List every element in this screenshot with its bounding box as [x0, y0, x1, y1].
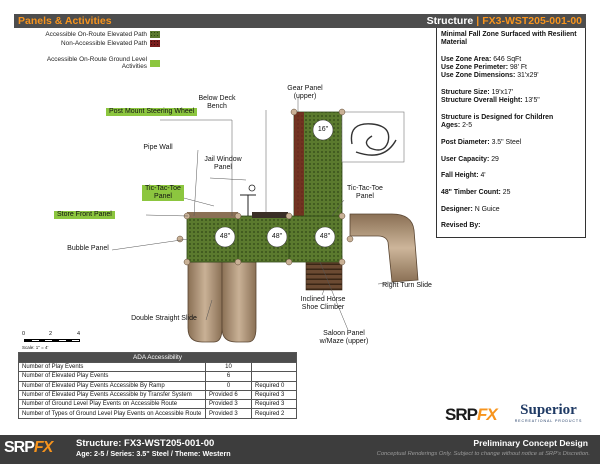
legend-item-on-route-elevated: Accessible On-Route Elevated Path: [18, 30, 160, 39]
spec-overall-height: Structure Overall Height: 13'5": [441, 97, 540, 105]
table-row: Number of Types of Ground Level Play Eve…: [18, 408, 297, 419]
deck-height-3: 48": [319, 233, 331, 240]
leader-lines: [111, 97, 397, 331]
footer-structure-title: Structure: FX3-WST205-001-00: [76, 438, 215, 449]
structure-plan-svg: [111, 97, 419, 343]
panels-activities-title: Panels & Activities: [18, 15, 112, 27]
spec-structure-size: Structure Size: 19'x17': [441, 89, 513, 97]
superior-name: Superior: [520, 402, 577, 418]
superior-subtitle: RECREATIONAL PRODUCTS: [514, 419, 583, 423]
scale-num-0: 0: [22, 331, 26, 337]
spec-post-diameter: Post Diameter: 3.5" Steel: [441, 138, 522, 146]
srp-fx-logo: SRPFX: [445, 405, 498, 424]
spec-timber-count: 48" Timber Count: 25: [441, 188, 511, 196]
legend-label: Accessible On-Route Ground Level Activit…: [46, 56, 147, 70]
label-inclined-horse-shoe-climber: Inclined Horse Shoe Climber: [300, 296, 346, 311]
header-separator: |: [476, 15, 480, 27]
right-turn-slide: [349, 213, 419, 283]
label-tic-tac-toe-left: Tic-Tac-Toe Panel: [142, 185, 184, 201]
label-post-mount-steering-wheel: Post Mount Steering Wheel: [106, 108, 198, 116]
legend-swatch-on-route: [150, 31, 160, 38]
label-tic-tac-toe-right: Tic-Tac-Toe Panel: [347, 185, 383, 200]
spec-panel: Minimal Fall Zone Surfaced with Resilien…: [436, 28, 586, 238]
ada-title: ADA Accessibility: [18, 352, 297, 363]
deck-height-2: 48": [271, 233, 283, 240]
deck-height-1: 48": [219, 233, 231, 240]
footer-srp-fx-logo: SRPFX: [4, 439, 53, 456]
legend-swatch-non-accessible: [150, 40, 160, 47]
spec-designer: Designer: N Guice: [441, 205, 500, 213]
spec-designed-for: Structure is Designed for Children: [441, 113, 554, 121]
footer-disclaimer: Conceptual Renderings Only. Subject to c…: [376, 451, 590, 457]
saloon-maze-panel: [341, 111, 405, 163]
spec-revised-by: Revised By:: [441, 222, 481, 230]
steering-wheel-post: [240, 184, 256, 216]
spec-ages: Ages: 2-5: [441, 122, 473, 130]
superior-logo: Superior RECREATIONAL PRODUCTS: [511, 402, 586, 423]
ada-accessibility-table: ADA Accessibility Number of Play Events …: [18, 352, 297, 419]
table-row: Number of Ground Level Play Events on Ac…: [18, 399, 297, 410]
legend-label: Accessible On-Route Elevated Path: [45, 31, 147, 38]
structure-code: FX3-WST205-001-00: [482, 15, 582, 27]
spec-fall-zone: Minimal Fall Zone Surfaced with Resilien…: [441, 31, 577, 47]
legend-label: Non-Accessible Elevated Path: [61, 40, 147, 47]
legend-item-non-accessible: Non-Accessible Elevated Path: [18, 39, 160, 48]
table-row: Number of Elevated Play Events Accessibl…: [18, 389, 297, 401]
spec-zone-perimeter: Use Zone Perimeter: 98' Ft: [441, 64, 527, 72]
label-store-front-panel: Store Front Panel: [54, 211, 115, 219]
spec-user-capacity: User Capacity: 29: [441, 155, 499, 163]
label-bubble-panel: Bubble Panel: [67, 245, 109, 252]
scale-num-4: 4: [77, 331, 81, 337]
label-below-deck-bench: Below Deck Bench: [198, 95, 236, 110]
label-jail-window-panel: Jail Window Panel: [204, 156, 242, 171]
spec-zone-area: Use Zone Area: 646 SqFt: [441, 55, 522, 63]
label-right-turn-slide: Right Turn Slide: [382, 282, 432, 289]
label-gear-panel: Gear Panel (upper): [287, 85, 323, 100]
footer-subtitle: Age: 2-5 / Series: 3.5" Steel / Theme: W…: [76, 449, 231, 458]
label-double-straight-slide: Double Straight Slide: [131, 315, 197, 322]
structure-label: Structure: [426, 15, 474, 27]
deck-posts: [176, 108, 354, 266]
legend-swatch-ground: [150, 59, 160, 67]
table-row: Number of Play Events 10: [18, 361, 297, 373]
structure-plan-drawing: Post Mount Steering Wheel Below Deck Ben…: [0, 30, 436, 350]
drawing-scale: 0 2 4 Scale: 1" = 4': [22, 331, 82, 350]
deck-height-markers: [214, 119, 336, 248]
scale-caption: Scale: 1" = 4': [22, 345, 49, 350]
deck-height-top: 16": [317, 126, 329, 133]
footer-bar: SRPFX Structure: FX3-WST205-001-00 Age: …: [0, 435, 600, 464]
table-row: Number of Elevated Play Events 6: [18, 371, 297, 382]
structure-heading: Structure|FX3-WST205-001-00: [427, 14, 582, 28]
footer-preliminary-label: Preliminary Concept Design: [473, 438, 588, 448]
scale-bar: [24, 339, 80, 342]
legend-item-ground-level: Accessible On-Route Ground Level Activit…: [18, 54, 160, 72]
path-legend: Accessible On-Route Elevated Path Non-Ac…: [18, 30, 160, 72]
spec-zone-dimensions: Use Zone Dimensions: 31'x29': [441, 72, 539, 80]
table-row: Number of Elevated Play Events Accessibl…: [18, 380, 297, 391]
top-header-bar: Panels & Activities Structure|FX3-WST205…: [14, 14, 586, 28]
scale-num-2: 2: [49, 331, 53, 337]
label-saloon-panel: Saloon Panel w/Maze (upper): [319, 330, 369, 345]
spec-fall-height: Fall Height: 4': [441, 172, 486, 180]
double-straight-slide: [187, 261, 257, 343]
label-pipe-wall: Pipe Wall: [143, 144, 173, 151]
